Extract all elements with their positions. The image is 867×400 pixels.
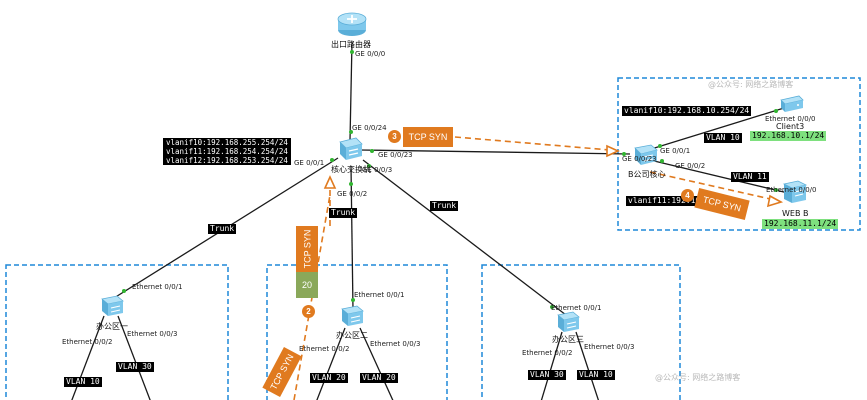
- port-bcore-ge0023: GE 0/0/23: [622, 155, 657, 163]
- o2-vlan-right: VLAN 20: [360, 373, 398, 383]
- tcp-syn-packet-core: TCP SYN: [403, 127, 453, 147]
- watermark-top: @公众号: 网络之路博客: [708, 80, 794, 89]
- step-4-badge: 4: [681, 189, 694, 202]
- port-o1-eth2: Ethernet 0/0/2: [62, 338, 113, 346]
- b-core-name: B公司核心: [628, 170, 666, 179]
- core-switch-icon[interactable]: [336, 136, 364, 162]
- o3-vlan-right: VLAN 10: [577, 370, 615, 380]
- port-o3-eth1: Ethernet 0/0/1: [551, 304, 602, 312]
- office2-region: [266, 264, 448, 400]
- tcp-syn-packet-vertical: TCP SYN: [296, 226, 318, 272]
- office3-name: 办公区三: [552, 335, 584, 344]
- b-vlanif11: vlanif11:192.16: [626, 196, 703, 206]
- router-name: 出口路由器: [331, 40, 371, 49]
- packet-counter: 20: [296, 272, 318, 298]
- port-bcore-ge001: GE 0/0/1: [660, 147, 691, 155]
- port-core-ge0024: GE 0/0/24: [352, 124, 387, 132]
- link-bcore-webb: [649, 159, 789, 194]
- link-core-office3: [362, 159, 567, 316]
- arrow-right-head: [606, 144, 620, 158]
- packet-path-core-b: [454, 136, 611, 151]
- router-icon[interactable]: [336, 10, 368, 38]
- office1-switch-icon[interactable]: [99, 294, 125, 318]
- office1-region: [5, 264, 229, 400]
- port-core-ge003: GE 0/0/3: [362, 166, 393, 174]
- core-vlanif10: vlanif10:192.168.255.254/24: [163, 138, 291, 147]
- web-b-server-icon[interactable]: [781, 179, 809, 205]
- port-bcore-ge002: GE 0/0/2: [675, 162, 706, 170]
- arrow-up-head: [323, 175, 337, 189]
- core-vlanif-block: vlanif10:192.168.255.254/24 vlanif11:192…: [163, 138, 291, 165]
- core-switch-name: 核心交换机: [331, 165, 371, 174]
- link-o3-right: [575, 331, 600, 400]
- trunk-label-office2: Trunk: [329, 208, 358, 218]
- b-core-switch-icon[interactable]: [631, 143, 659, 167]
- web-b-ip: 192.168.11.1/24: [762, 219, 839, 229]
- o1-vlan-left: VLAN 10: [64, 377, 102, 387]
- client3-icon[interactable]: [779, 94, 805, 114]
- b-vlan11-tag: VLAN 11: [731, 172, 769, 182]
- step-3-badge: 3: [388, 130, 401, 143]
- port-core-ge001: GE 0/0/1: [294, 159, 325, 167]
- office3-region: [481, 264, 681, 400]
- watermark-bottom: @公众号: 网络之路博客: [655, 373, 741, 382]
- o2-vlan-left: VLAN 20: [310, 373, 348, 383]
- port-o1-eth3: Ethernet 0/0/3: [127, 330, 178, 338]
- office2-switch-icon[interactable]: [339, 304, 365, 328]
- port-o3-eth3: Ethernet 0/0/3: [584, 343, 635, 351]
- client3-name: Client3: [776, 122, 805, 131]
- port-webb-eth: Ethernet 0/0/0: [766, 186, 817, 194]
- step-2-badge: 2: [302, 305, 315, 318]
- core-vlanif12: vlanif12:192.168.253.254/24: [163, 156, 291, 165]
- o1-vlan-right: VLAN 30: [116, 362, 154, 372]
- port-o2-eth2: Ethernet 0/0/2: [299, 345, 350, 353]
- tcp-syn-vertical-text: TCP SYN: [302, 229, 312, 269]
- office2-name: 办公区二: [336, 331, 368, 340]
- office3-switch-icon[interactable]: [555, 310, 581, 334]
- core-vlanif11: vlanif11:192.168.254.254/24: [163, 147, 291, 156]
- port-router-ge000: GE 0/0/0: [355, 50, 386, 58]
- link-o2-left: [316, 327, 346, 400]
- packet-path-b-web: [649, 171, 776, 201]
- arrow-web-head: [766, 194, 784, 208]
- link-o2-right: [359, 327, 394, 400]
- b-vlanif10: vlanif10:192.168.10.254/24: [622, 106, 752, 116]
- port-o3-eth2: Ethernet 0/0/2: [522, 349, 573, 357]
- o3-vlan-left: VLAN 30: [528, 370, 566, 380]
- link-o3-left: [540, 331, 563, 400]
- trunk-label-office3: Trunk: [430, 201, 459, 211]
- tcp-syn-b-text: TCP SYN: [701, 194, 743, 214]
- link-core-bcore: [359, 149, 631, 155]
- link-o1-right: [117, 315, 151, 400]
- trunk-label-office1: Trunk: [208, 224, 237, 234]
- port-client3-eth: Ethernet 0/0/0: [765, 115, 816, 123]
- link-router-core: [349, 41, 353, 141]
- port-core-ge002: GE 0/0/2: [337, 190, 368, 198]
- port-o2-eth1: Ethernet 0/0/1: [354, 291, 405, 299]
- link-bcore-client3: [647, 107, 785, 151]
- port-o2-eth3: Ethernet 0/0/3: [370, 340, 421, 348]
- link-o1-left: [71, 315, 105, 400]
- port-o1-eth1: Ethernet 0/0/1: [132, 283, 183, 291]
- client3-ip: 192.168.10.1/24: [750, 131, 827, 141]
- port-core-ge0023: GE 0/0/23: [378, 151, 413, 159]
- office1-name: 办公区一: [96, 322, 128, 331]
- b-vlan10-tag: VLAN 10: [704, 133, 742, 143]
- link-core-office2: [350, 165, 354, 311]
- web-b-name: WEB B: [782, 209, 809, 218]
